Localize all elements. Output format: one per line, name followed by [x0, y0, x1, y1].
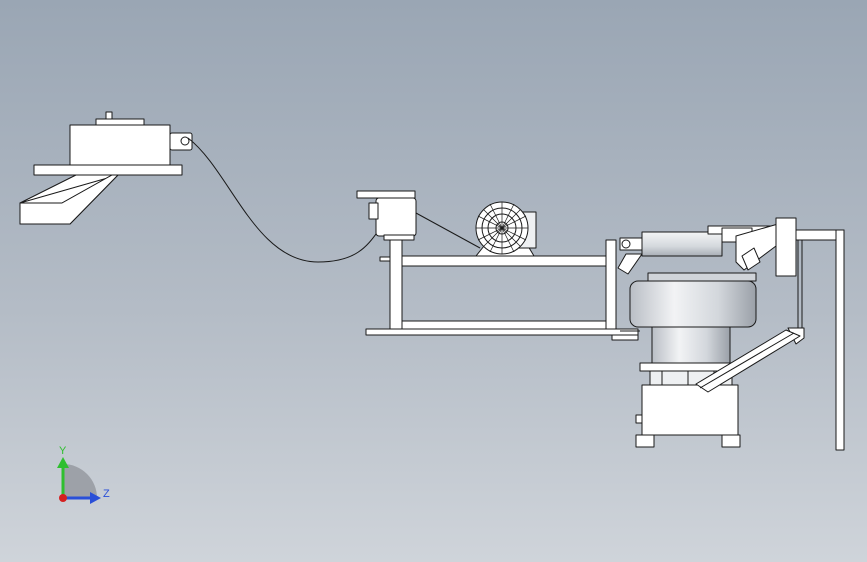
- left-feeder-plate: [33, 164, 183, 176]
- stand-column: [775, 217, 797, 277]
- controller-foot-left: [635, 434, 655, 448]
- x-axis-dot: [59, 494, 67, 502]
- bowl-lower: [651, 326, 731, 364]
- stand-leg: [835, 229, 845, 451]
- controller-foot-right: [721, 434, 741, 448]
- cylinder-fitting: [621, 239, 631, 249]
- gearbox-base: [383, 234, 415, 241]
- vibratory-bowl-assembly: [629, 272, 757, 448]
- cylinder-body: [641, 231, 723, 257]
- left-feeder-box: [69, 124, 171, 166]
- left-feeder-chute-face: [19, 174, 119, 225]
- frame-side-pin: [379, 256, 391, 262]
- left-feeder-cap: [95, 118, 145, 126]
- frame-bottom-rail: [401, 320, 607, 330]
- fan-motor-assembly: [475, 201, 537, 257]
- frame-post-right: [605, 239, 617, 334]
- left-feeder-motor-hub: [180, 136, 190, 146]
- bowl-lid: [647, 272, 757, 282]
- frame-top-rail: [401, 255, 607, 267]
- z-axis-label: Z: [103, 488, 110, 500]
- controller-knob: [635, 414, 643, 424]
- y-axis-arrow: [57, 457, 69, 468]
- z-axis-arrow: [90, 492, 101, 504]
- fan-guard-spokes: [476, 202, 528, 254]
- left-feeder-knob: [105, 111, 113, 120]
- discharge-track: [620, 329, 801, 393]
- cylinder-assembly: [617, 225, 775, 275]
- belt-line: [415, 212, 481, 249]
- connecting-cable: [187, 137, 393, 263]
- triad-sweep: [63, 464, 97, 498]
- top-plate: [356, 190, 416, 199]
- angled-guide-tip: [741, 247, 761, 271]
- cylinder-nozzle: [617, 253, 643, 275]
- frame-post-left: [389, 239, 403, 334]
- frame-foot: [611, 334, 639, 341]
- bowl-upper: [629, 280, 757, 328]
- gearbox-side: [368, 202, 379, 220]
- left-feeder-assembly: [19, 111, 193, 225]
- coordinate-triad: Y Z: [57, 445, 110, 504]
- middle-frame-assembly: [356, 190, 639, 341]
- controller-box: [641, 384, 739, 436]
- track-rail: [695, 329, 801, 393]
- track-edge: [699, 332, 795, 389]
- y-axis-label: Y: [59, 445, 67, 457]
- gearbox-block: [375, 197, 417, 237]
- frame-base-plate: [365, 328, 639, 336]
